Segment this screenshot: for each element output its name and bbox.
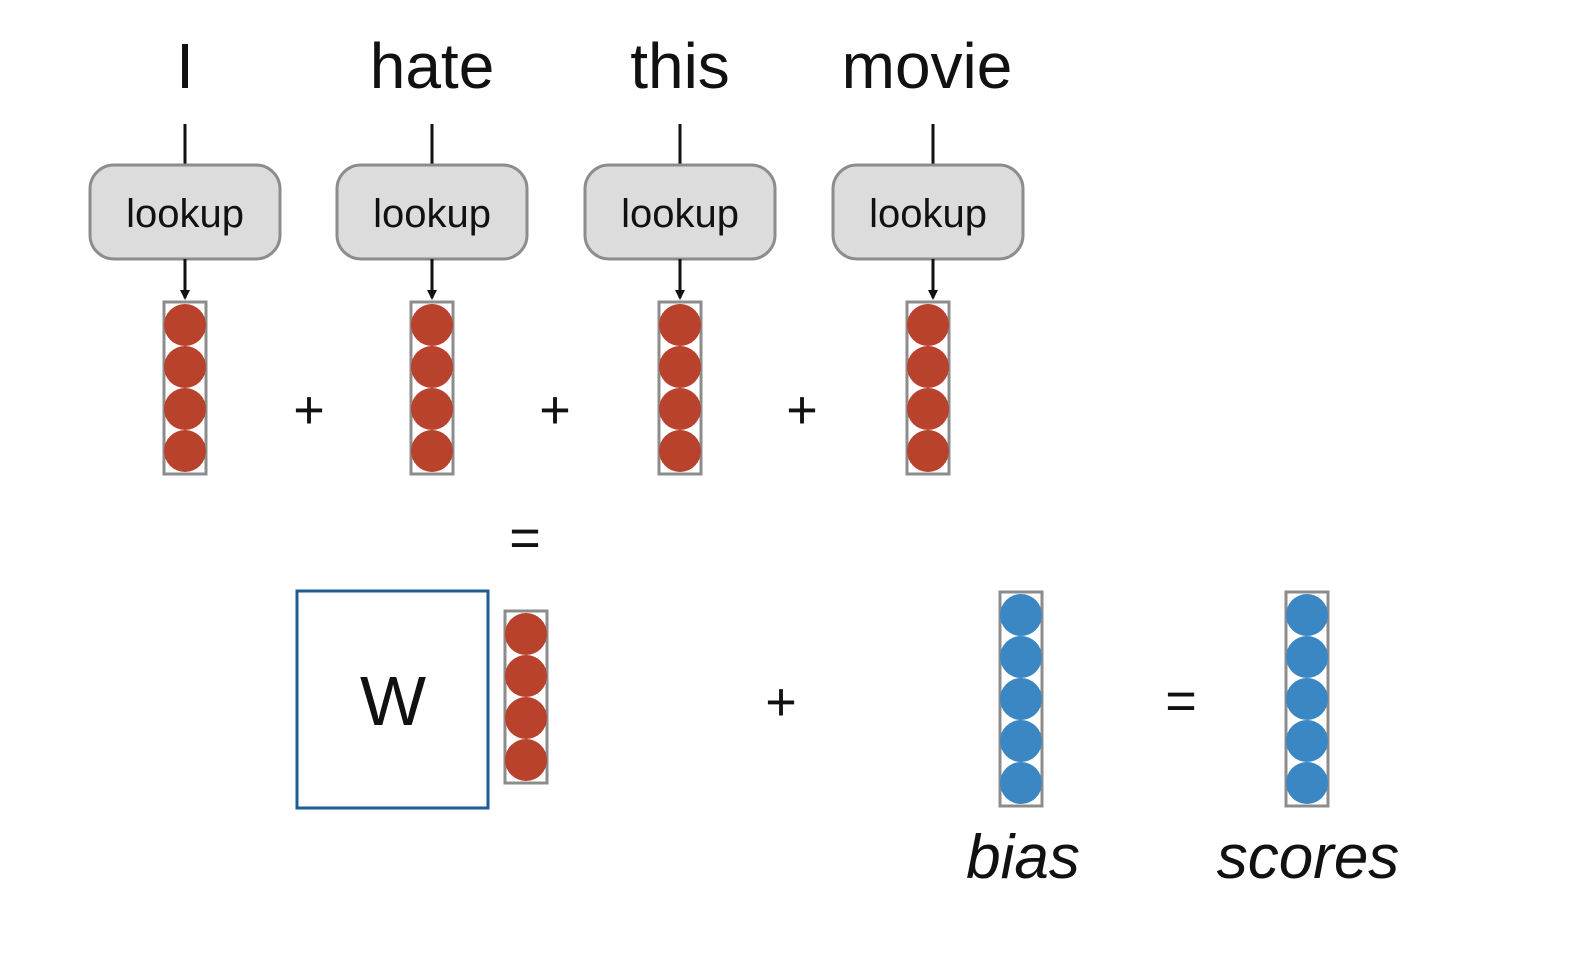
- weight-matrix: [295, 589, 490, 810]
- lookup-label: lookup: [621, 192, 739, 236]
- lookup-label: lookup: [126, 192, 244, 236]
- vector-element: [411, 346, 453, 388]
- vector-element: [505, 655, 547, 697]
- embedding-vector-this: [657, 300, 703, 476]
- vector-element: [505, 739, 547, 781]
- scores-vector: [1284, 590, 1330, 808]
- scores-label: scores: [1217, 823, 1400, 892]
- vector-element: [164, 430, 206, 472]
- lookup-label: lookup: [869, 192, 987, 236]
- vector-frame: [409, 300, 455, 476]
- vector-element: [1286, 762, 1328, 804]
- vector-element: [907, 430, 949, 472]
- vector-frame: [905, 300, 951, 476]
- word-hate: hate: [370, 30, 495, 102]
- bias-vector: [998, 590, 1044, 808]
- plus-sign: +: [765, 672, 797, 732]
- vector-element: [1000, 678, 1042, 720]
- lookup-label: lookup: [373, 192, 491, 236]
- vector-element: [411, 304, 453, 346]
- vector-element: [659, 346, 701, 388]
- vector-element: [505, 613, 547, 655]
- vector-element: [164, 304, 206, 346]
- embedding-vector-hate: [409, 300, 455, 476]
- vector-element: [1286, 636, 1328, 678]
- vector-element: [1286, 720, 1328, 762]
- embedding-vector-i: [162, 300, 208, 476]
- vector-element: [1286, 678, 1328, 720]
- lookup-box: [831, 163, 1025, 261]
- vector-element: [505, 697, 547, 739]
- vector-element: [164, 388, 206, 430]
- vector-element: [411, 430, 453, 472]
- vector-element: [659, 304, 701, 346]
- word-i: I: [176, 30, 194, 102]
- matrix-label: W: [360, 662, 426, 740]
- vector-element: [1000, 636, 1042, 678]
- bias-label: bias: [966, 823, 1080, 892]
- vector-frame: [503, 609, 549, 785]
- vector-element: [164, 346, 206, 388]
- vector-element: [1286, 594, 1328, 636]
- vector-element: [411, 388, 453, 430]
- plus-sign: +: [786, 380, 818, 440]
- plus-sign: +: [293, 380, 325, 440]
- equals-sign: =: [1165, 671, 1197, 731]
- vector-element: [1000, 594, 1042, 636]
- vector-frame: [657, 300, 703, 476]
- vector-element: [907, 388, 949, 430]
- vector-frame: [162, 300, 208, 476]
- vector-element: [1000, 720, 1042, 762]
- word-movie: movie: [842, 30, 1013, 102]
- embedding-vector-movie: [905, 300, 951, 476]
- vector-element: [907, 304, 949, 346]
- equals-sign: =: [509, 508, 541, 568]
- vector-element: [1000, 762, 1042, 804]
- summed-embedding-vector: [503, 609, 549, 785]
- vector-element: [907, 346, 949, 388]
- word-this: this: [630, 30, 730, 102]
- plus-sign: +: [539, 380, 571, 440]
- vector-element: [659, 430, 701, 472]
- vector-element: [659, 388, 701, 430]
